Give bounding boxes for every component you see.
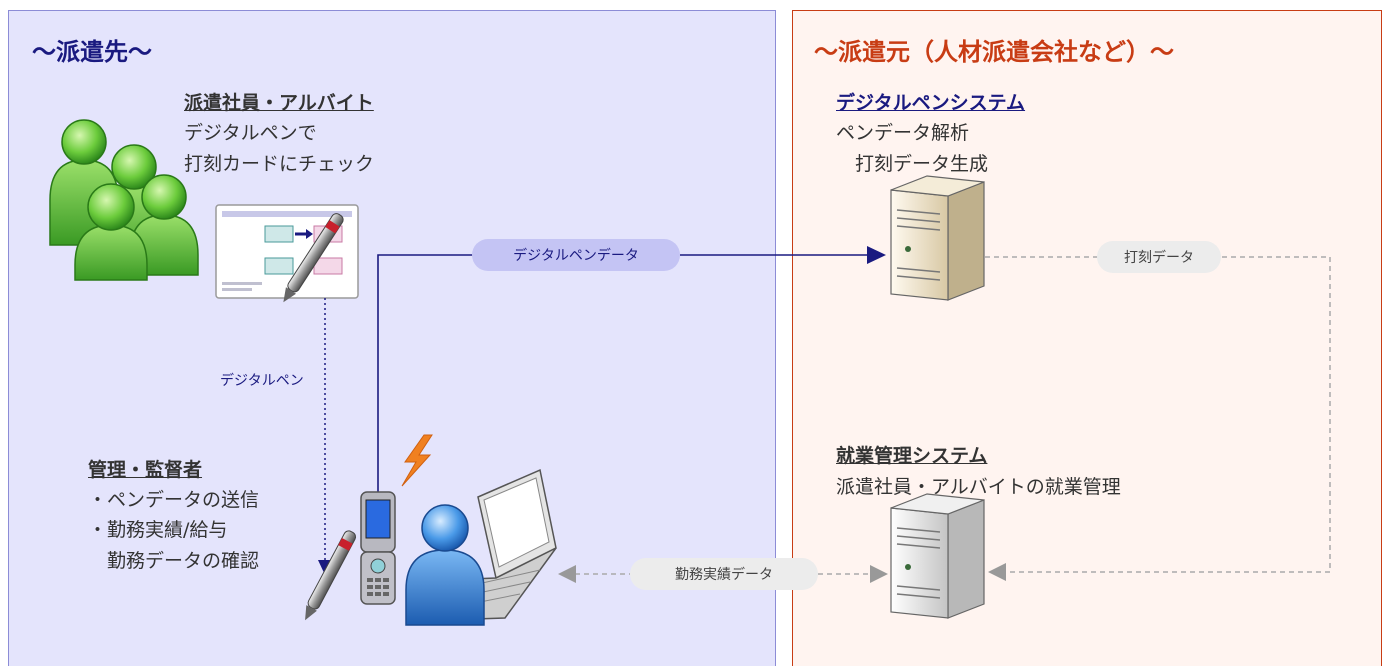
digital-pen-icon [305, 530, 357, 621]
mobile-phone-icon [360, 491, 396, 605]
stamp-data-flow-label: 打刻データ [1097, 241, 1221, 273]
staff-line-1: デジタルペンで [184, 122, 317, 144]
work-system-server-icon [890, 493, 985, 619]
pen-system-server-icon [890, 175, 985, 301]
dispatch-source-panel [792, 10, 1382, 666]
work-system-heading: 就業管理システム [836, 445, 988, 467]
manager-line-1: ・ペンデータの送信 [88, 489, 260, 511]
pen-system-line-2: 打刻データ生成 [836, 153, 989, 175]
manager-line-2: ・勤務実績/給与 [88, 519, 228, 541]
signal-lightning-icon [401, 434, 433, 487]
digital-pen-label: デジタルペン [220, 373, 304, 389]
work-system-line-1: 派遣社員・アルバイトの就業管理 [836, 476, 1121, 498]
source-title: ～派遣元（人材派遣会社など）～ [814, 38, 1174, 66]
manager-line-3: 勤務データの確認 [88, 550, 260, 572]
manager-heading: 管理・監督者 [88, 459, 203, 481]
pen-data-flow-label: デジタルペンデータ [472, 239, 680, 271]
attendance-data-flow-label: 勤務実績データ [630, 558, 818, 590]
destination-title: ～派遣先～ [32, 38, 152, 66]
pen-system-heading: デジタルペンシステム [836, 92, 1026, 114]
manager-person-icon [405, 504, 485, 626]
staff-line-2: 打刻カードにチェック [184, 153, 375, 175]
digital-pen-icon [283, 213, 344, 303]
staff-heading: 派遣社員・アルバイト [184, 92, 374, 114]
pen-system-line-1: ペンデータ解析 [836, 122, 970, 144]
staff-group-icon [49, 119, 199, 281]
